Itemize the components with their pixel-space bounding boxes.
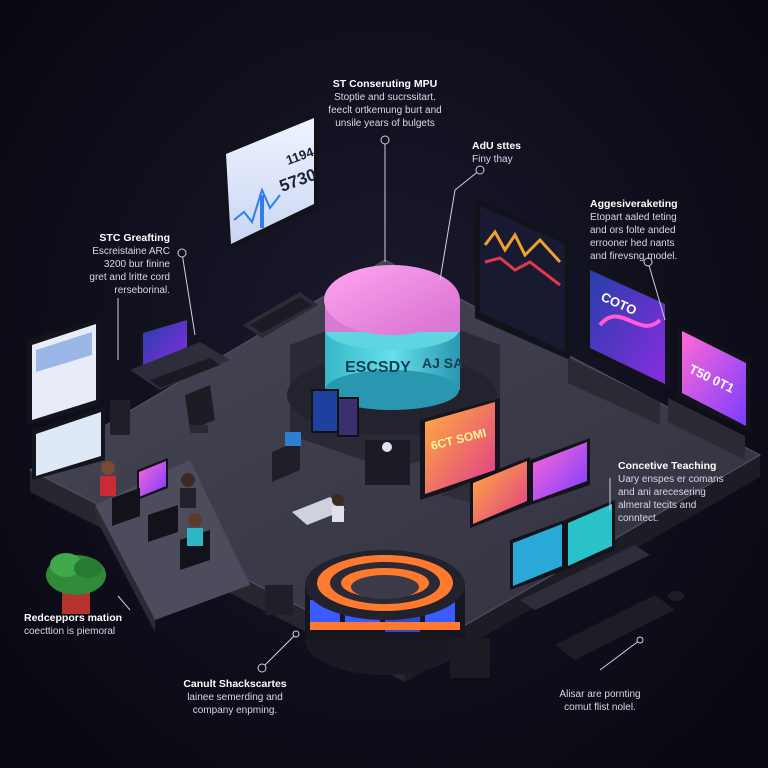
callout-title: ST Conseruting MPU: [332, 78, 438, 90]
center-small-desk: [272, 432, 345, 525]
hub-display-screen: 6CT SOMI: [420, 398, 500, 500]
callout-title: Concetive Teaching: [618, 460, 717, 472]
callout-line: Escreistaine ARC: [92, 246, 170, 257]
potted-plant: [46, 553, 106, 614]
callout-line: comut flist nolel.: [564, 702, 636, 713]
right-monitor-bank: COTO T50 0T1: [475, 198, 750, 460]
callout-line: Finy thay: [472, 154, 513, 165]
callout-title: Aggesiveraketing: [590, 198, 678, 210]
callout-line: Etopart aaled teting: [590, 212, 677, 223]
left-workstation-cluster: [27, 316, 230, 480]
callout-line: lainee semerding and: [187, 692, 283, 703]
callout-right-upper: Aggesiveraketing Etopart aaled teting an…: [590, 198, 720, 263]
callout-line: gret and lritte cord: [89, 272, 170, 283]
keyboard-top: [243, 292, 318, 338]
callout-line: unsile years of bulgets: [335, 118, 435, 129]
right-lower-workstations: [440, 438, 684, 660]
callout-top-right-small: AdU sttes Finy thay: [472, 140, 562, 166]
callout-line: coecttion is piemoral: [24, 626, 116, 637]
callout-right-mid: Concetive Teaching Uary enspes er comans…: [618, 460, 743, 525]
callout-line: 3200 bur finine: [103, 259, 170, 270]
callout-line: and ors folte anded: [590, 225, 676, 236]
callout-title: Canult Shackscartes: [183, 678, 287, 690]
callout-line: rerseborinal.: [114, 285, 170, 296]
callout-line: Alisar are pornting: [559, 689, 641, 700]
callout-bottom-center: Canult Shackscartes lainee semerding and…: [170, 678, 300, 717]
callout-top-center: ST Conseruting MPU Stoptie and sucrssita…: [320, 78, 450, 130]
callout-title: Redceppors mation: [24, 612, 123, 624]
callout-line: and ani arecesering: [618, 487, 706, 498]
callout-leader-lines: [117, 135, 666, 673]
callout-line: and firevsng model.: [590, 251, 678, 262]
svg-text:ESCSDY: ESCSDY: [345, 359, 411, 376]
callout-line: conntect.: [618, 513, 659, 524]
callout-line: almeral tecits and: [618, 500, 697, 511]
callout-title: AdU sttes: [472, 140, 522, 152]
callout-line: feeclt ortkemung burt and: [328, 105, 442, 116]
callout-left-lower: Redceppors mation coecttion is piemoral: [24, 612, 144, 638]
callout-left-upper: STC Greafting Escreistaine ARC 3200 bur …: [60, 232, 170, 297]
callout-line: Stoptie and sucrssitart.: [334, 92, 436, 103]
analytics-dashboard-panel: 1194 5730: [222, 112, 319, 250]
callout-line: Uary enspes er comans: [618, 474, 724, 485]
round-console: [265, 550, 490, 678]
svg-text:AJ SA: AJ SA: [422, 355, 463, 371]
callout-line: errooner hed nants: [590, 238, 675, 249]
callout-title: STC Greafting: [99, 232, 170, 244]
callout-line: company enpming.: [192, 705, 278, 716]
callout-bottom-right: Alisar are pornting comut flist nolel.: [540, 688, 660, 714]
team-desk: [95, 458, 250, 632]
